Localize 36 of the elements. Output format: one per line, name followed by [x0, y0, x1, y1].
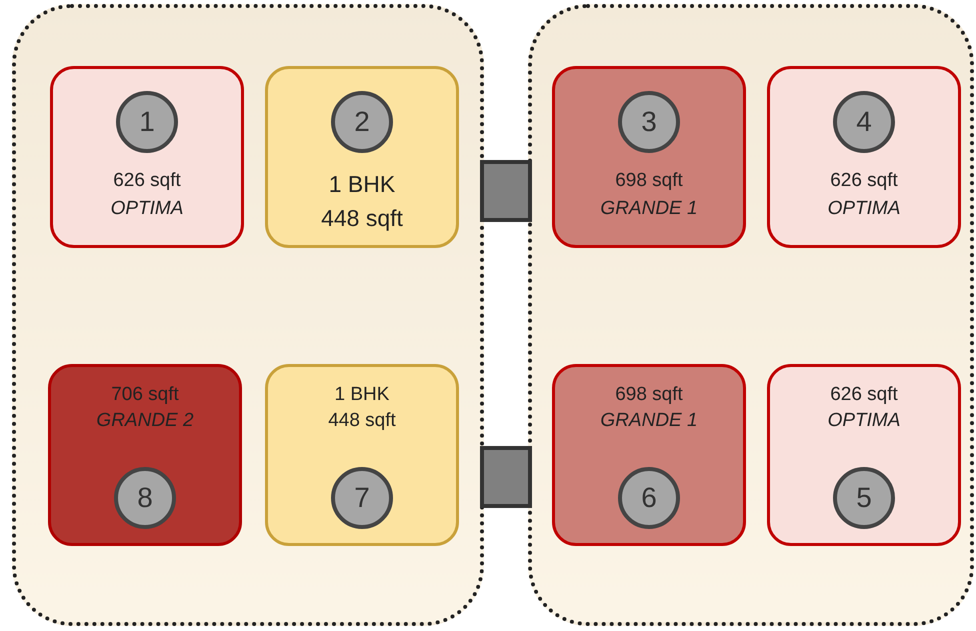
building-wing — [528, 4, 974, 626]
area-label: 698 sqft — [615, 383, 683, 407]
apartment-unit — [552, 364, 746, 546]
unit-type-label: 1 BHK — [334, 383, 390, 407]
area-label: 448 sqft — [328, 409, 396, 433]
number-circle: 7 — [331, 467, 393, 529]
area-label: 448 sqft — [321, 204, 403, 233]
connector-block — [480, 446, 532, 508]
apartment-unit — [552, 66, 746, 248]
apartment-unit — [767, 66, 961, 248]
number-circle: 6 — [618, 467, 680, 529]
number-circle: 4 — [833, 91, 895, 153]
building-wing — [12, 4, 484, 626]
number-circle: 5 — [833, 467, 895, 529]
number-circle: 1 — [116, 91, 178, 153]
unit-type-label: OPTIMA — [828, 409, 900, 433]
apartment-unit — [48, 364, 242, 546]
area-label: 626 sqft — [830, 169, 898, 193]
number-circle: 8 — [114, 467, 176, 529]
area-label: 626 sqft — [830, 383, 898, 407]
unit-type-label: OPTIMA — [828, 197, 900, 221]
unit-type-label: OPTIMA — [110, 197, 184, 221]
unit-type-label: GRANDE 1 — [600, 409, 698, 433]
number-circle: 3 — [618, 91, 680, 153]
apartment-unit — [265, 66, 459, 248]
unit-type-label: GRANDE 2 — [96, 409, 194, 433]
apartment-unit — [767, 364, 961, 546]
unit-type-label: GRANDE 1 — [600, 197, 698, 221]
area-label: 706 sqft — [111, 383, 179, 407]
area-label: 698 sqft — [615, 169, 683, 193]
connector-block — [480, 160, 532, 222]
apartment-unit — [265, 364, 459, 546]
number-circle: 2 — [331, 91, 393, 153]
unit-type-label: 1 BHK — [328, 170, 396, 199]
apartment-unit — [50, 66, 244, 248]
area-label: 626 sqft — [113, 169, 181, 193]
